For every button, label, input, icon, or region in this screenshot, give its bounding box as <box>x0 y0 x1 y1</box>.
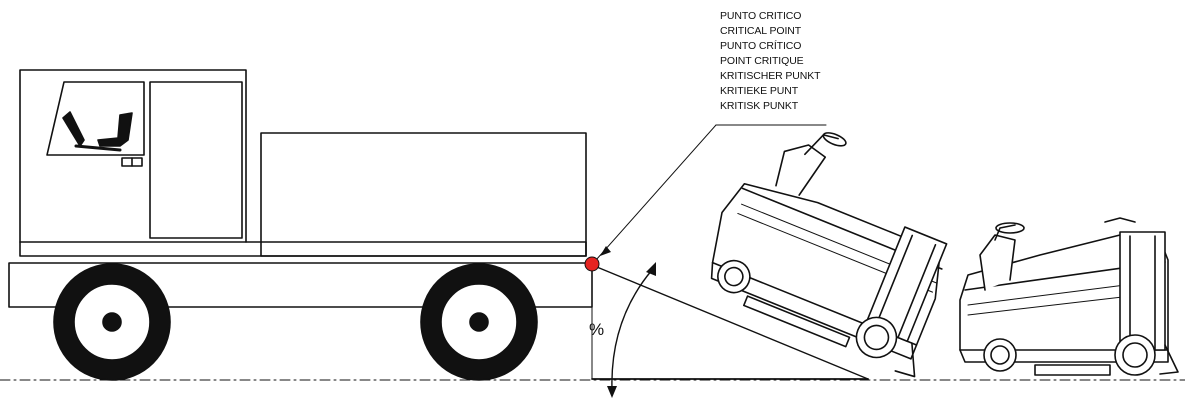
truck-cargo-box <box>260 132 587 257</box>
label-nl: KRITIEKE PUNT <box>720 85 799 97</box>
sweeper-on-ground <box>959 217 1179 376</box>
label-it: PUNTO CRITICO <box>720 10 802 22</box>
label-da: KRITISK PUNKT <box>720 100 799 112</box>
truck <box>8 69 593 381</box>
critical-point-labels: PUNTO CRITICO CRITICAL POINT PUNTO CRÍTI… <box>720 9 835 114</box>
truck-windshield <box>46 81 145 156</box>
label-fr: POINT CRITIQUE <box>720 55 804 67</box>
truck-sill <box>19 241 587 257</box>
truck-cab <box>19 69 247 243</box>
truck-rear-wheel <box>420 263 538 381</box>
truck-front-wheel <box>53 263 171 381</box>
sweeper-on-ramp <box>710 132 948 378</box>
slope-percent-label: % <box>589 320 605 339</box>
angle-arc <box>611 269 653 391</box>
leader-line <box>595 124 717 261</box>
angle-arrow-top <box>646 262 656 276</box>
ramp-line <box>591 264 869 380</box>
label-en: CRITICAL POINT <box>720 25 802 37</box>
driver-seat-icon <box>62 111 85 147</box>
label-es: PUNTO CRÍTICO <box>720 40 802 52</box>
label-de: KRITISCHER PUNKT <box>720 70 821 82</box>
angle-arrow-bottom <box>607 386 617 398</box>
critical-point-marker <box>584 256 600 272</box>
ramp <box>591 262 869 398</box>
truck-door <box>149 81 243 239</box>
